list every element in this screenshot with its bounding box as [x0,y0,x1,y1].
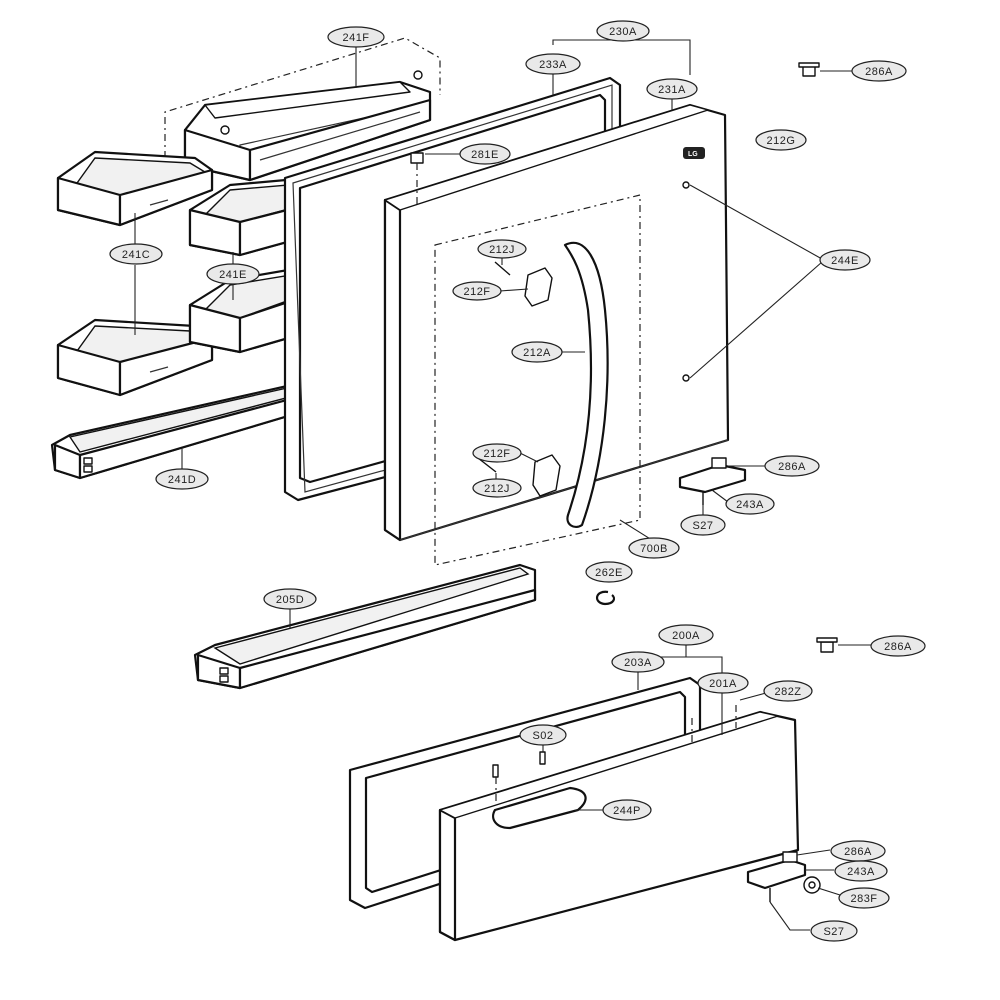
door-bin-241f [183,70,432,182]
handle-bracket-212f-top [524,267,553,307]
callout-244e: 244E [819,249,871,271]
callout-241d: 241D [155,468,209,490]
svg-text:286A: 286A [865,66,893,78]
callout-s27-top: S27 [680,514,726,536]
svg-text:286A: 286A [778,461,806,473]
svg-text:233A: 233A [539,59,567,71]
leader-lines [134,32,872,931]
hinge-243a-top [678,457,747,505]
callout-203a: 203A [611,651,665,673]
callout-212g: 212G [755,129,807,151]
brand-logo: LG [683,147,705,159]
hinge-243a-bottom [746,851,821,902]
callout-200a: 200A [658,624,714,646]
svg-text:241C: 241C [122,249,150,261]
svg-text:LG: LG [688,151,698,158]
door-bin-241c-upper [56,150,214,227]
callout-231a: 231A [646,78,698,100]
callout-212f-bottom: 212F [472,443,522,463]
callout-286a-mid: 286A [870,635,926,657]
cap-281e [410,152,424,205]
callout-286a-hinge-top: 286A [764,455,820,477]
svg-text:230A: 230A [609,26,637,38]
svg-text:S02: S02 [532,730,553,742]
bushing-286a-mid [816,637,838,653]
callout-230a: 230A [596,20,650,42]
callout-243a-top: 243A [725,493,775,515]
callout-233a: 233A [525,53,581,75]
svg-text:212J: 212J [484,483,510,495]
callout-283f: 283F [838,887,890,909]
callout-212j-bottom: 212J [472,478,522,498]
svg-text:281E: 281E [471,149,499,161]
callout-s02: S02 [519,724,567,746]
callout-241e: 241E [206,263,260,285]
svg-text:286A: 286A [884,641,912,653]
svg-text:262E: 262E [595,567,623,579]
svg-text:212J: 212J [489,244,515,256]
fresh-food-door-231a: LG [383,103,730,566]
svg-text:212G: 212G [767,135,796,147]
svg-text:241D: 241D [168,474,196,486]
svg-text:700B: 700B [640,543,668,555]
callout-286a-bottom: 286A [830,840,886,862]
handle-bracket-212f-bottom [532,454,561,497]
callout-244p: 244P [602,799,652,821]
svg-text:S27: S27 [692,520,713,532]
callout-700b: 700B [628,537,680,559]
screws-282z [691,705,737,745]
callout-286a-top: 286A [851,60,907,82]
callout-243a-bottom: 243A [834,860,888,882]
svg-text:241F: 241F [342,32,369,44]
callout-281e: 281E [459,143,511,165]
svg-text:244P: 244P [613,805,641,817]
svg-text:S27: S27 [823,926,844,938]
door-bin-241c-lower [56,318,214,397]
callout-201a: 201A [697,672,749,694]
callout-212j-top: 212J [477,239,527,259]
freezer-drawer-front-201a [438,710,800,942]
callout-s27-bottom: S27 [810,920,858,942]
callout-212f-top: 212F [452,281,502,301]
svg-text:200A: 200A [672,630,700,642]
svg-text:286A: 286A [844,846,872,858]
svg-text:282Z: 282Z [774,686,801,698]
svg-text:205D: 205D [276,594,304,606]
svg-text:212F: 212F [483,448,510,460]
callout-205d: 205D [263,588,317,610]
svg-text:244E: 244E [831,255,859,267]
svg-text:201A: 201A [709,678,737,690]
drawer-shelf-205d [193,563,537,690]
bushing-286a-top [798,62,820,77]
svg-text:203A: 203A [624,657,652,669]
svg-text:243A: 243A [847,866,875,878]
svg-text:241E: 241E [219,269,247,281]
callout-212a: 212A [511,341,563,363]
svg-text:212A: 212A [523,347,551,359]
door-handle-212a [563,241,609,529]
callout-241c: 241C [109,243,163,265]
callout-282z: 282Z [763,680,813,702]
clip-262e [596,590,616,606]
svg-text:231A: 231A [658,84,686,96]
svg-text:283F: 283F [850,893,877,905]
callout-241f: 241F [327,26,385,48]
svg-text:243A: 243A [736,499,764,511]
callout-262e: 262E [585,561,633,583]
svg-text:212F: 212F [463,286,490,298]
